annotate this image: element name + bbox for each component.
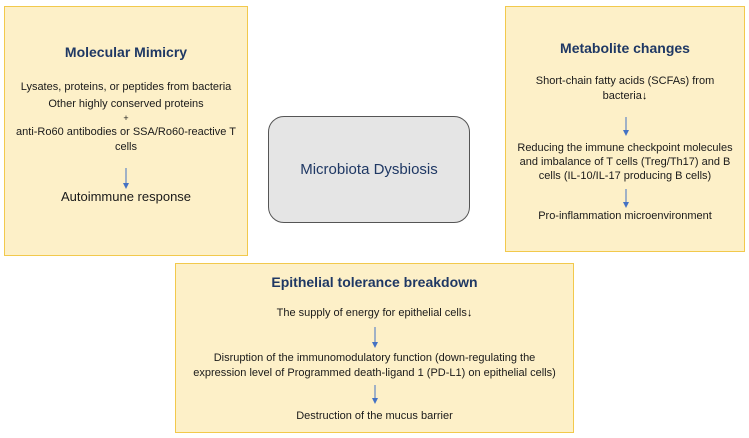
center-label: Microbiota Dysbiosis <box>300 161 438 178</box>
molecular-mimicry-panel: Molecular Mimicry Lysates, proteins, or … <box>4 6 248 256</box>
mimicry-plus: + <box>123 113 129 123</box>
mimicry-line-3: anti-Ro60 antibodies or SSA/Ro60-reactiv… <box>16 126 236 138</box>
metabolite-changes-title: Metabolite changes <box>560 40 690 56</box>
epithelial-step2-line-1: Disruption of the immunomodulatory funct… <box>213 352 536 364</box>
epithelial-tolerance-title: Epithelial tolerance breakdown <box>271 274 478 290</box>
metabolite-line-1: Short-chain fatty acids (SCFAs) from <box>535 75 715 87</box>
mimicry-line-1: Lysates, proteins, or peptides from bact… <box>20 81 232 93</box>
down-arrow-icon <box>369 385 381 405</box>
metabolite-result: Pro-inflammation microenvironment <box>538 210 712 222</box>
metabolite-line-2-wrap: bacteria↓ <box>506 89 744 103</box>
epithelial-result: Destruction of the mucus barrier <box>296 410 453 422</box>
mimicry-result: Autoimmune response <box>60 189 192 204</box>
epithelial-line-1-wrap: The supply of energy for epithelial cell… <box>176 306 573 320</box>
metabolite-step2-line-1: Reducing the immune checkpoint molecules <box>517 142 733 154</box>
mimicry-line-2: Other highly conserved proteins <box>48 98 204 110</box>
down-arrow-icon <box>620 189 632 209</box>
molecular-mimicry-title: Molecular Mimicry <box>64 44 188 60</box>
decrease-arrow-icon: ↓ <box>466 307 473 319</box>
epithelial-line-1: The supply of energy for epithelial cell… <box>276 307 467 319</box>
decrease-arrow-icon: ↓ <box>641 90 648 102</box>
metabolite-changes-panel: Metabolite changes Short-chain fatty aci… <box>505 6 745 252</box>
down-arrow-icon <box>120 168 132 189</box>
microbiota-dysbiosis-node: Microbiota Dysbiosis <box>268 116 470 223</box>
mimicry-line-4: cells <box>114 141 137 153</box>
epithelial-tolerance-panel: Epithelial tolerance breakdown The suppl… <box>175 263 574 433</box>
down-arrow-icon <box>369 327 381 348</box>
metabolite-line-2: bacteria <box>602 90 642 102</box>
metabolite-step2-line-2: and imbalance of T cells (Treg/Th17) and… <box>519 156 731 168</box>
metabolite-step2-line-3: cells (IL-10/IL-17 producing B cells) <box>538 170 712 182</box>
epithelial-step2-line-2: expression level of Programmed death-lig… <box>193 367 556 379</box>
down-arrow-icon <box>620 117 632 137</box>
